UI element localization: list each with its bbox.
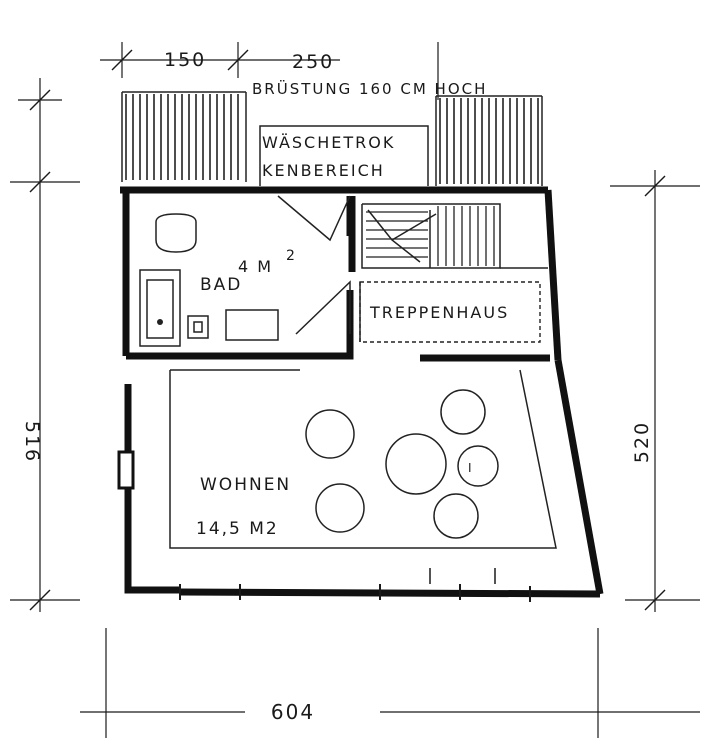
balcony-railing-right <box>439 98 539 184</box>
dimension-left-height: 516 <box>21 421 43 463</box>
chair-icon <box>305 409 355 459</box>
chair-icon <box>315 483 365 533</box>
living-room: I WOHNEN 14,5 M2 <box>169 369 557 549</box>
bath-area-label: 4 M <box>238 257 273 276</box>
bath-label: BAD <box>200 275 242 295</box>
dimension-bottom-width: 604 <box>271 700 315 724</box>
bath-area-superscript: 2 <box>286 248 297 264</box>
bottom-wall-openings <box>179 568 531 602</box>
left-window <box>117 450 135 490</box>
bath-cabinet-icon <box>187 315 209 339</box>
table-icon <box>385 433 447 495</box>
dimension-lines <box>10 42 700 738</box>
balustrade-label: BRÜSTUNG 160 CM HOCH <box>252 79 487 98</box>
chair-icon <box>457 445 499 487</box>
drying-area-label-line2: KENBEREICH <box>262 161 385 180</box>
chair-icon <box>440 389 486 435</box>
toilet-icon <box>155 213 197 253</box>
dimension-top-left: 150 <box>164 49 206 71</box>
table-mark: I <box>468 461 474 475</box>
walls <box>120 186 604 598</box>
bathroom: 4 M 2 BAD <box>139 195 351 347</box>
chair-icon <box>433 493 479 539</box>
living-area-label: 14,5 M2 <box>196 519 279 539</box>
staircase: TREPPENHAUS <box>359 203 548 343</box>
living-label: WOHNEN <box>200 475 291 495</box>
dimension-top-right: 250 <box>292 51 334 73</box>
drying-area-label-line1: WÄSCHETROK <box>262 133 395 152</box>
balcony-railing-left <box>125 94 239 180</box>
dimension-right-height: 520 <box>631 421 653 463</box>
stairwell-label: TREPPENHAUS <box>369 303 509 322</box>
bathtub-icon <box>139 269 181 347</box>
sink-icon <box>225 309 279 341</box>
